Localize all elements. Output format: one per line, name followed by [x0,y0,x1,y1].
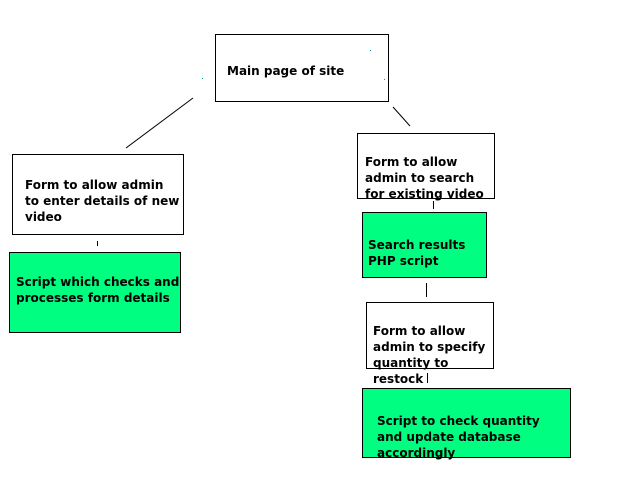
search-results-script-label: Search results PHP script [368,238,466,268]
speck-mark [384,79,385,80]
main-page-label: Main page of site [227,64,345,78]
speck-mark [202,78,203,79]
connector-main-to-search-form [392,106,411,127]
restock-form-label: Form to allow admin to specify quantity … [373,324,486,386]
search-video-form-box: Form to allow admin to search for existi… [357,133,495,201]
restock-form-box: Form to allow admin to specify quantity … [366,302,494,386]
update-database-script-label: Script to check quantity and update data… [377,414,540,460]
speck-mark [370,50,371,51]
add-video-form-box: Form to allow admin to enter details of … [12,154,184,235]
search-video-form-label: Form to allow admin to search for existi… [365,155,484,201]
main-page-box: Main page of site [215,34,389,102]
add-video-script-box: Script which checks and processes form d… [9,252,181,333]
add-video-script-label: Script which checks and processes form d… [16,275,180,305]
add-video-form-label: Form to allow admin to enter details of … [25,178,180,224]
search-results-script-box: Search results PHP script [362,212,487,278]
connector-main-to-add-form [125,97,194,149]
update-database-script-box: Script to check quantity and update data… [362,388,571,460]
